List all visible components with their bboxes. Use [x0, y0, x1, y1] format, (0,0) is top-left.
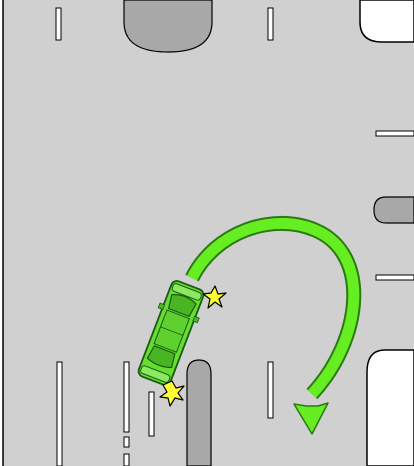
car-icon — [137, 280, 205, 386]
lane-marking — [148, 391, 155, 437]
median-top — [123, 0, 213, 53]
u-turn-arrow-icon — [185, 215, 362, 435]
lane-marking — [375, 130, 414, 137]
collision-star-icon — [159, 380, 185, 407]
lane-marking — [375, 274, 414, 281]
sidewalk-top-right — [359, 0, 414, 43]
lane-marking — [56, 361, 63, 466]
lane-marking — [123, 436, 130, 448]
lane-marking — [55, 7, 62, 41]
lane-marking — [123, 453, 130, 466]
collision-star-icon — [202, 285, 227, 309]
median-bottom — [186, 359, 212, 466]
median-right — [373, 196, 414, 224]
lane-marking — [123, 361, 130, 433]
lane-marking — [267, 7, 274, 41]
lane-marking — [267, 361, 274, 419]
sidewalk-bottom-right — [366, 349, 414, 466]
